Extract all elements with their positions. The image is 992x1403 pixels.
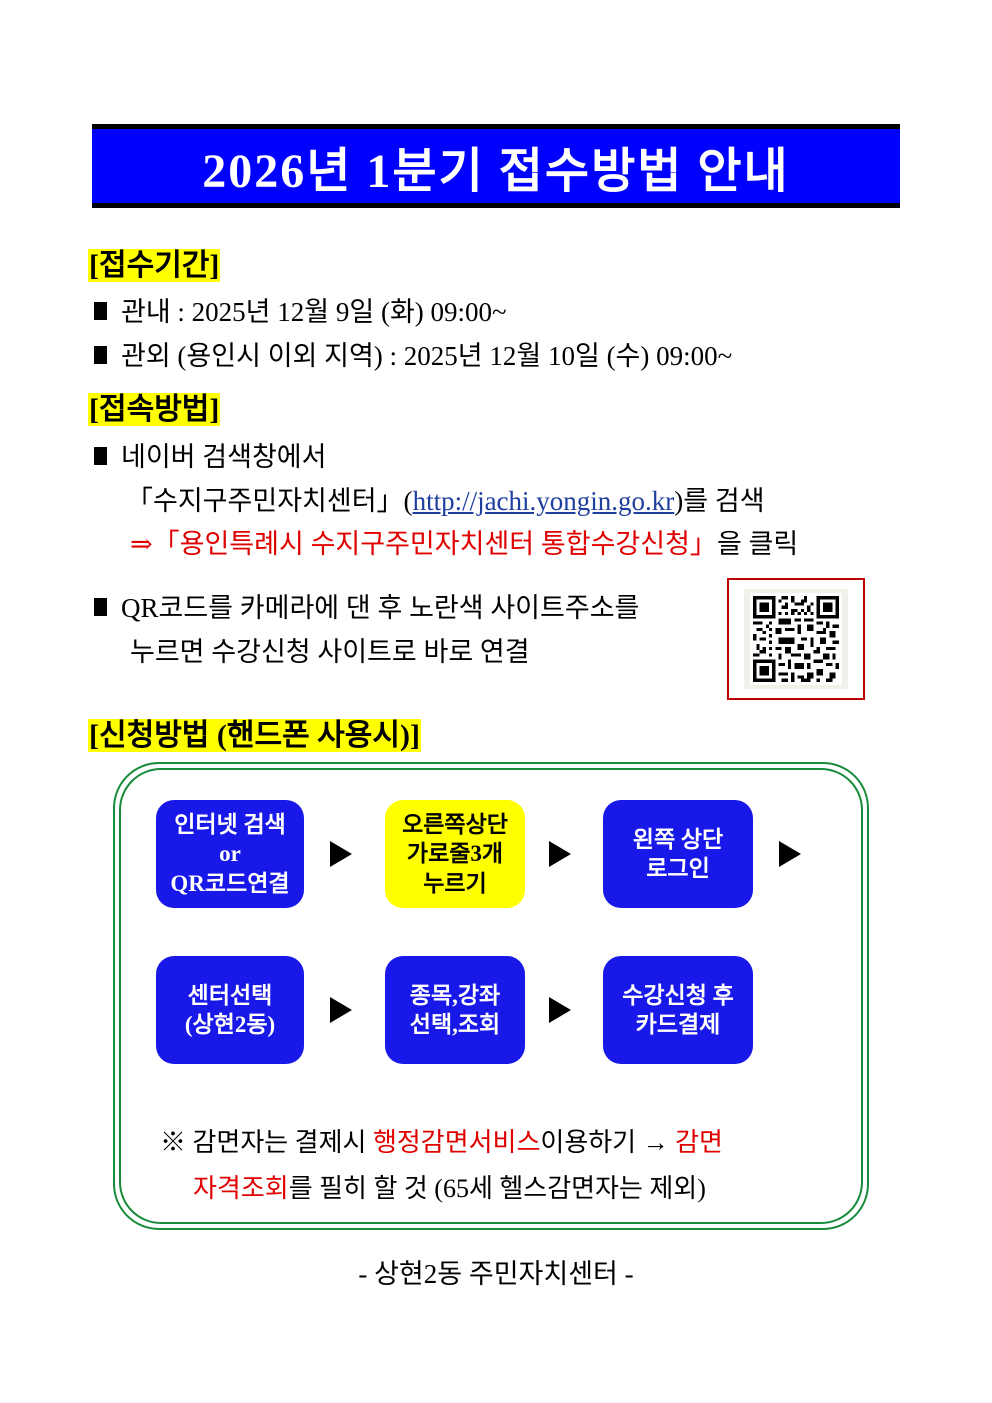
flow-arrow-4-icon — [330, 997, 352, 1023]
document-title-banner: 2026년 1분기 접수방법 안내 — [92, 124, 900, 208]
access-method-item-1-line-3: ⇒「용인특례시 수지구주민자치센터 통합수강신청」을 클릭 — [130, 522, 798, 561]
access-method-item-2-line-1-text: QR코드를 카메라에 댄 후 노란색 사이트주소를 — [121, 593, 640, 623]
flow-step-card-payment-line-1: 수강신청 후 — [622, 982, 734, 1008]
flow-step-internet-search[interactable]: 인터넷 검색 or QR코드연결 — [156, 800, 304, 908]
access-method-item-1-line-1: 네이버 검색창에서 — [94, 435, 326, 474]
bullet-square-icon — [94, 346, 107, 364]
section-heading-reception-period: [접수기간] — [88, 240, 221, 284]
flow-step-login-line-1: 왼쪽 상단 — [632, 826, 724, 852]
access-method-item-2-line-2-text: 누르면 수강신청 사이트로 바로 연결 — [130, 637, 530, 667]
flow-step-internet-search-line-1: 인터넷 검색 — [174, 811, 286, 837]
click-suffix-text: 을 클릭 — [716, 529, 799, 559]
discount-note-line-1-pre: ※ 감면자는 결제시 — [160, 1128, 373, 1157]
flow-step-select-course[interactable]: 종목,강좌 선택,조회 — [385, 956, 525, 1064]
access-method-item-2-line-1: QR코드를 카메라에 댄 후 노란색 사이트주소를 — [94, 586, 639, 625]
flow-step-card-payment-line-2: 카드결제 — [635, 1012, 721, 1037]
bullet-square-icon — [94, 447, 107, 465]
section-heading-reception-period-label: [접수기간] — [88, 249, 221, 282]
discount-note-line-1: ※ 감면자는 결제시 행정감면서비스이용하기 → 감면 — [160, 1122, 723, 1159]
flow-step-login-line-2: 로그인 — [646, 856, 710, 881]
section-heading-access-method: [접속방법] — [88, 384, 221, 428]
flow-step-select-center-line-2: (상현2동) — [184, 1012, 276, 1037]
flow-step-top-right-menu[interactable]: 오른쪽상단 가로줄3개 누르기 — [385, 800, 525, 908]
flow-step-top-right-menu-line-2: 가로줄3개 — [406, 841, 504, 867]
bullet-square-icon — [94, 598, 107, 616]
discount-note-line-2: 자격조회를 필히 할 것 (65세 헬스감면자는 제외) — [193, 1168, 706, 1205]
discount-note-line-2-post: 를 필히 할 것 (65세 헬스감면자는 제외) — [288, 1174, 706, 1203]
section-heading-application-method-label: [신청방법 (핸드폰 사용시)] — [88, 719, 421, 752]
discount-qualification-label-part-1: 감면 — [675, 1128, 723, 1157]
flow-arrow-5-icon — [549, 997, 571, 1023]
discount-qualification-label-part-2: 자격조회 — [193, 1174, 289, 1203]
flow-arrow-3-icon — [779, 841, 801, 867]
bullet-square-icon — [94, 302, 107, 320]
flow-step-internet-search-line-2: or — [219, 841, 241, 867]
jachi-site-link[interactable]: http://jachi.yongin.go.kr — [412, 486, 675, 516]
access-method-item-2-line-2: 누르면 수강신청 사이트로 바로 연결 — [130, 630, 530, 669]
reception-period-item-1: 관내 : 2025년 12월 9일 (화) 09:00~ — [94, 290, 507, 329]
footer-text: - 상현2동 주민자치센터 - — [358, 1259, 634, 1289]
qr-code-icon — [744, 589, 848, 689]
flow-step-login[interactable]: 왼쪽 상단 로그인 — [603, 800, 753, 908]
center-name-text: 「수지구주민자치센터」( — [126, 486, 413, 516]
section-heading-access-method-label: [접속방법] — [88, 393, 221, 426]
document-footer: - 상현2동 주민자치센터 - — [0, 1252, 992, 1291]
discount-note-line-1-mid: 이용하기 → — [540, 1128, 676, 1157]
flow-step-select-course-line-1: 종목,강좌 — [409, 982, 501, 1008]
flow-step-card-payment[interactable]: 수강신청 후 카드결제 — [603, 956, 753, 1064]
flow-step-internet-search-line-3: QR코드연결 — [170, 870, 290, 896]
admin-discount-service-label: 행정감면서비스 — [372, 1128, 541, 1157]
flow-step-select-center-line-1: 센터선택 — [187, 982, 273, 1008]
flow-arrow-1-icon — [330, 841, 352, 867]
double-arrow-icon: ⇒ — [130, 529, 153, 559]
access-method-item-1-line-1-text: 네이버 검색창에서 — [121, 442, 327, 472]
page-title: 2026년 1분기 접수방법 안내 — [202, 145, 790, 198]
access-method-item-1-line-2: 「수지구주민자치센터」(http://jachi.yongin.go.kr)를 … — [126, 479, 765, 518]
reception-period-item-2-text: 관외 (용인시 이외 지역) : 2025년 12월 10일 (수) 09:00… — [121, 341, 733, 371]
qr-code-box[interactable] — [727, 578, 865, 700]
flow-step-select-course-line-2: 선택,조회 — [409, 1012, 501, 1037]
integrated-registration-label: 「용인특례시 수지구주민자치센터 통합수강신청」 — [152, 529, 717, 559]
section-heading-application-method: [신청방법 (핸드폰 사용시)] — [88, 710, 421, 754]
flow-arrow-2-icon — [549, 841, 571, 867]
reception-period-item-2: 관외 (용인시 이외 지역) : 2025년 12월 10일 (수) 09:00… — [94, 334, 732, 373]
flow-diagram-container: 인터넷 검색 or QR코드연결 오른쪽상단 가로줄3개 누르기 왼쪽 상단 로… — [113, 762, 869, 1230]
flow-step-top-right-menu-line-3: 누르기 — [423, 870, 487, 896]
flow-step-top-right-menu-line-1: 오른쪽상단 — [402, 811, 508, 837]
search-suffix-text: )를 검색 — [674, 486, 765, 516]
flow-step-select-center[interactable]: 센터선택 (상현2동) — [156, 956, 304, 1064]
reception-period-item-1-text: 관내 : 2025년 12월 9일 (화) 09:00~ — [121, 297, 507, 327]
